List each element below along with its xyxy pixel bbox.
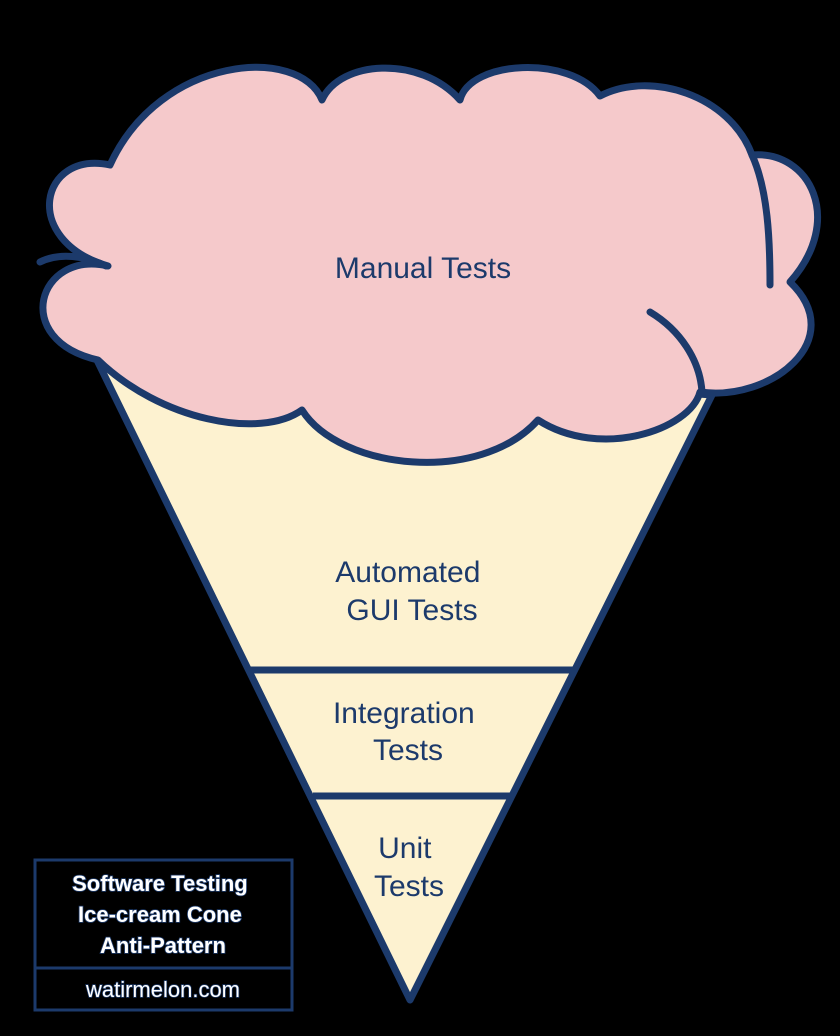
- manual-tests-label: Manual Tests: [335, 252, 511, 285]
- caption-title: Software Testing Ice-cream Cone Anti-Pat…: [72, 871, 254, 958]
- cloud-inner-curl-left: [36, 252, 110, 270]
- caption-box: Software Testing Ice-cream Cone Anti-Pat…: [33, 858, 294, 1012]
- cloud-inner-curl-top: [748, 151, 774, 289]
- unit-tests-label: Unit Tests: [374, 832, 444, 903]
- automated-gui-tests-label: Automated GUI Tests: [335, 556, 488, 627]
- cloud-inner-curl-right: [646, 308, 706, 396]
- integration-tests-label: Integration Tests: [333, 697, 483, 767]
- caption-site: watirmelon.com: [85, 977, 240, 1002]
- manual-tests-cloud: [39, 63, 821, 466]
